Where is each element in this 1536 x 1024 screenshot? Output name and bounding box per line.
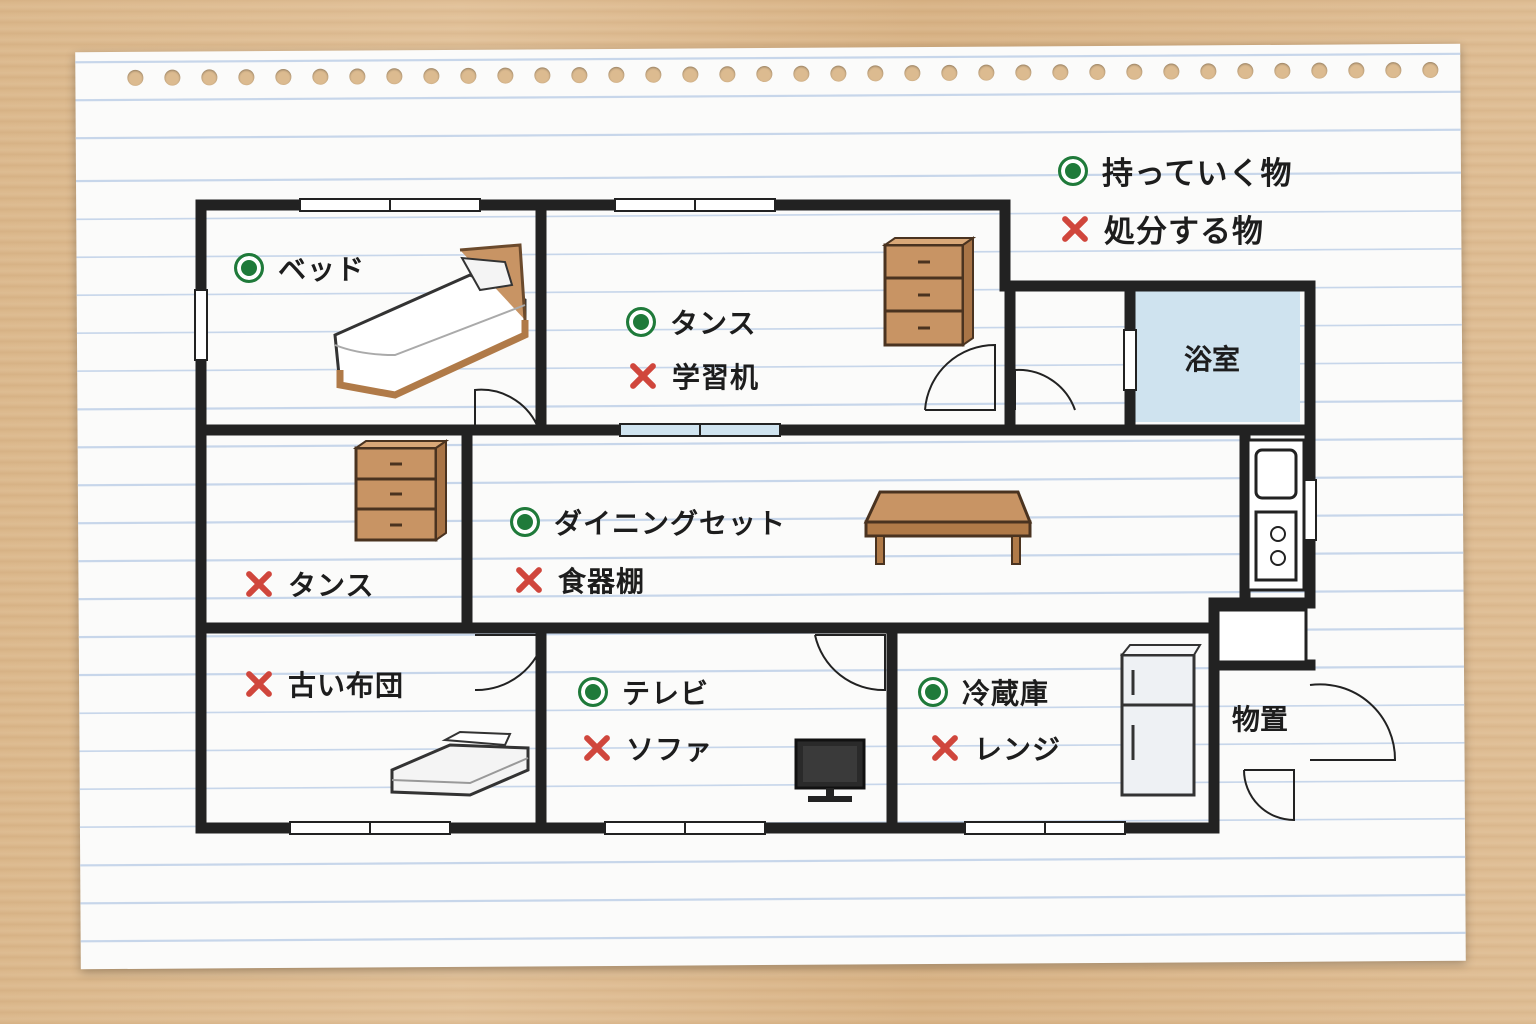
item-label: ベッド [278,253,366,286]
room-bathroom: 浴室 [1184,343,1241,376]
dresser-icon [881,236,977,347]
room-storage: 物置 [1232,703,1289,736]
bed-icon [333,243,529,399]
item-futon: 古い布団 [244,664,404,704]
item-label: テレビ [622,677,710,710]
cross-dispose-icon [930,733,960,763]
legend-keep: 持っていく物 [1058,148,1292,193]
circle-keep-icon [1058,155,1088,186]
item-fridge: 冷蔵庫 [918,672,1049,712]
bathroom-floor [1134,290,1300,422]
windows [194,198,1317,835]
item-sofa: ソファ [582,728,713,768]
item-label: 冷蔵庫 [962,677,1050,710]
item-tansu: タンス [626,302,756,342]
item-label: 学習机 [672,361,760,394]
item-study-desk: 学習机 [628,356,759,396]
legend-keep-label: 持っていく物 [1102,156,1293,192]
legend-dispose-label: 処分する物 [1104,214,1264,250]
cross-dispose-icon [244,669,274,699]
item-label: ソファ [626,733,714,766]
item-label: レンジ [974,733,1062,766]
item-microwave: レンジ [930,728,1061,768]
stove-icon [1254,510,1298,582]
item-cupboard: 食器棚 [514,560,645,600]
item-tv: テレビ [578,672,709,712]
circle-keep-icon [510,507,540,537]
kitchen-counter [1246,438,1306,592]
item-dining-set: ダイニングセット [510,502,786,542]
circle-keep-icon [918,677,948,707]
cross-dispose-icon [582,733,612,763]
cross-dispose-icon [628,361,658,391]
circle-keep-icon [234,253,264,283]
item-label: ダイニングセット [554,507,787,540]
item-label: 食器棚 [558,565,646,598]
item-bed: ベッド [234,248,365,288]
cross-dispose-icon [514,565,544,595]
doors [474,343,1397,822]
item-label: 古い布団 [288,669,405,702]
dresser-icon [352,439,450,542]
circle-keep-icon [578,677,608,707]
item-tansu: タンス [244,564,374,604]
circle-keep-icon [626,307,656,337]
futon-icon [390,730,530,797]
table-icon [863,490,1033,565]
cross-dispose-icon [244,569,274,599]
storage-shelf [1216,608,1308,664]
item-label: タンス [288,569,375,602]
item-label: タンス [670,307,757,340]
fridge-icon [1119,644,1202,797]
legend-dispose: 処分する物 [1060,206,1264,251]
sink-icon [1254,448,1298,500]
cross-dispose-icon [1060,214,1090,244]
tv-icon [794,738,866,802]
